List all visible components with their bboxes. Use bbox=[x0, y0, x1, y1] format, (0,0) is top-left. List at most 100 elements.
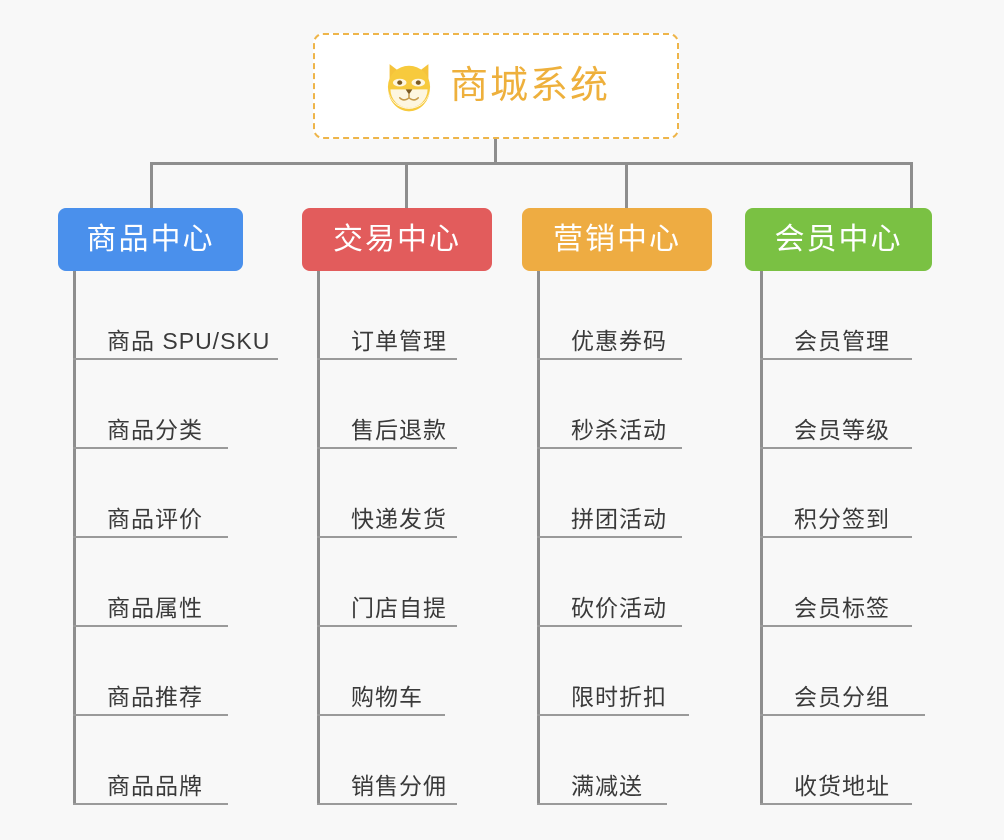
root-title: 商城系统 bbox=[449, 65, 610, 107]
item-label: 限时折扣 bbox=[571, 683, 667, 710]
item-label: 商品分类 bbox=[107, 416, 203, 443]
list-item[interactable]: 门店自提 bbox=[317, 538, 457, 627]
item-label: 售后退款 bbox=[351, 416, 447, 443]
list-item[interactable]: 秒杀活动 bbox=[537, 360, 682, 449]
list-item[interactable]: 购物车 bbox=[317, 627, 447, 716]
connector-branch-3 bbox=[625, 162, 628, 209]
item-label: 门店自提 bbox=[351, 594, 447, 621]
connector-branch-4 bbox=[910, 162, 913, 209]
branch-column-1: 商品中心 商品 SPU/SKU 商品分类 商品评价 商品属性 商品推荐 bbox=[58, 208, 278, 805]
list-item[interactable]: 快递发货 bbox=[317, 449, 457, 538]
list-item[interactable]: 订单管理 bbox=[317, 271, 457, 360]
branch-spine-2 bbox=[317, 271, 320, 805]
list-item[interactable]: 积分签到 bbox=[760, 449, 912, 538]
item-rule bbox=[760, 536, 912, 538]
item-label: 商品推荐 bbox=[107, 683, 203, 710]
list-item[interactable]: 商品推荐 bbox=[73, 627, 270, 716]
branch-spine-3 bbox=[537, 271, 540, 805]
branch-spine-4 bbox=[760, 271, 763, 805]
branch-column-4: 会员中心 会员管理 会员等级 积分签到 会员标签 会员分组 bbox=[745, 208, 932, 805]
item-rule bbox=[537, 536, 682, 538]
item-label: 商品属性 bbox=[107, 594, 203, 621]
category-header-1[interactable]: 商品中心 bbox=[58, 208, 243, 271]
item-label: 秒杀活动 bbox=[571, 416, 667, 443]
item-rule bbox=[73, 625, 228, 627]
list-item[interactable]: 商品 SPU/SKU bbox=[73, 271, 278, 360]
item-rule bbox=[760, 358, 912, 360]
item-list-1: 商品 SPU/SKU 商品分类 商品评价 商品属性 商品推荐 商品品牌 bbox=[73, 271, 278, 805]
category-header-4[interactable]: 会员中心 bbox=[745, 208, 932, 271]
item-label: 商品品牌 bbox=[107, 772, 203, 799]
root-node[interactable]: 商城系统 bbox=[313, 33, 679, 139]
item-label: 购物车 bbox=[351, 683, 423, 710]
list-item[interactable]: 商品分类 bbox=[73, 360, 270, 449]
list-item[interactable]: 会员等级 bbox=[760, 360, 912, 449]
item-label: 收货地址 bbox=[794, 772, 890, 799]
item-rule bbox=[537, 447, 682, 449]
item-rule bbox=[760, 803, 912, 805]
item-rule bbox=[537, 625, 682, 627]
list-item[interactable]: 限时折扣 bbox=[537, 627, 689, 716]
list-item[interactable]: 会员标签 bbox=[760, 538, 912, 627]
category-label-1: 商品中心 bbox=[86, 222, 215, 256]
connector-root-stem bbox=[494, 139, 497, 164]
item-label: 会员等级 bbox=[794, 416, 890, 443]
item-label: 会员分组 bbox=[794, 683, 890, 710]
item-rule bbox=[73, 358, 278, 360]
connector-horizontal-bus bbox=[150, 162, 912, 165]
item-label: 会员标签 bbox=[794, 594, 890, 621]
category-header-3[interactable]: 营销中心 bbox=[522, 208, 712, 271]
category-label-2: 交易中心 bbox=[333, 222, 461, 256]
item-rule bbox=[317, 803, 457, 805]
item-rule bbox=[317, 447, 457, 449]
item-label: 砍价活动 bbox=[571, 594, 667, 621]
category-header-2[interactable]: 交易中心 bbox=[302, 208, 492, 271]
list-item[interactable]: 商品属性 bbox=[73, 538, 270, 627]
item-rule bbox=[73, 714, 228, 716]
item-list-2: 订单管理 售后退款 快递发货 门店自提 购物车 销售分佣 bbox=[317, 271, 457, 805]
item-rule bbox=[760, 625, 912, 627]
item-rule bbox=[760, 447, 912, 449]
item-rule bbox=[317, 714, 445, 716]
branch-column-2: 交易中心 订单管理 售后退款 快递发货 门店自提 购物车 bbox=[302, 208, 492, 805]
branch-column-3: 营销中心 优惠券码 秒杀活动 拼团活动 砍价活动 限时折扣 bbox=[522, 208, 712, 805]
item-label: 拼团活动 bbox=[571, 505, 667, 532]
item-label: 满减送 bbox=[571, 772, 643, 799]
item-rule bbox=[73, 536, 228, 538]
item-rule bbox=[760, 714, 925, 716]
list-item[interactable]: 砍价活动 bbox=[537, 538, 682, 627]
item-rule bbox=[73, 447, 228, 449]
list-item[interactable]: 拼团活动 bbox=[537, 449, 682, 538]
item-rule bbox=[537, 358, 682, 360]
item-rule bbox=[537, 714, 689, 716]
branch-spine-1 bbox=[73, 271, 76, 805]
item-label: 会员管理 bbox=[794, 327, 890, 354]
list-item[interactable]: 商品品牌 bbox=[73, 716, 270, 805]
item-label: 快递发货 bbox=[351, 505, 447, 532]
item-label: 优惠券码 bbox=[571, 327, 667, 354]
list-item[interactable]: 优惠券码 bbox=[537, 271, 682, 360]
list-item[interactable]: 会员管理 bbox=[760, 271, 912, 360]
shiba-dog-face-icon bbox=[387, 64, 431, 112]
item-rule bbox=[317, 625, 457, 627]
list-item[interactable]: 售后退款 bbox=[317, 360, 457, 449]
item-rule bbox=[317, 358, 457, 360]
list-item[interactable]: 会员分组 bbox=[760, 627, 925, 716]
item-label: 商品 SPU/SKU bbox=[107, 327, 271, 354]
category-label-3: 营销中心 bbox=[553, 222, 681, 256]
item-label: 商品评价 bbox=[107, 505, 203, 532]
connector-branch-1 bbox=[150, 162, 153, 209]
list-item[interactable]: 销售分佣 bbox=[317, 716, 457, 805]
item-label: 积分签到 bbox=[794, 505, 890, 532]
list-item[interactable]: 收货地址 bbox=[760, 716, 912, 805]
item-list-4: 会员管理 会员等级 积分签到 会员标签 会员分组 收货地址 bbox=[760, 271, 925, 805]
item-list-3: 优惠券码 秒杀活动 拼团活动 砍价活动 限时折扣 满减送 bbox=[537, 271, 689, 805]
list-item[interactable]: 满减送 bbox=[537, 716, 667, 805]
item-label: 销售分佣 bbox=[351, 772, 447, 799]
item-rule bbox=[73, 803, 228, 805]
list-item[interactable]: 商品评价 bbox=[73, 449, 270, 538]
item-rule bbox=[537, 803, 667, 805]
connector-branch-2 bbox=[405, 162, 408, 209]
item-rule bbox=[317, 536, 457, 538]
